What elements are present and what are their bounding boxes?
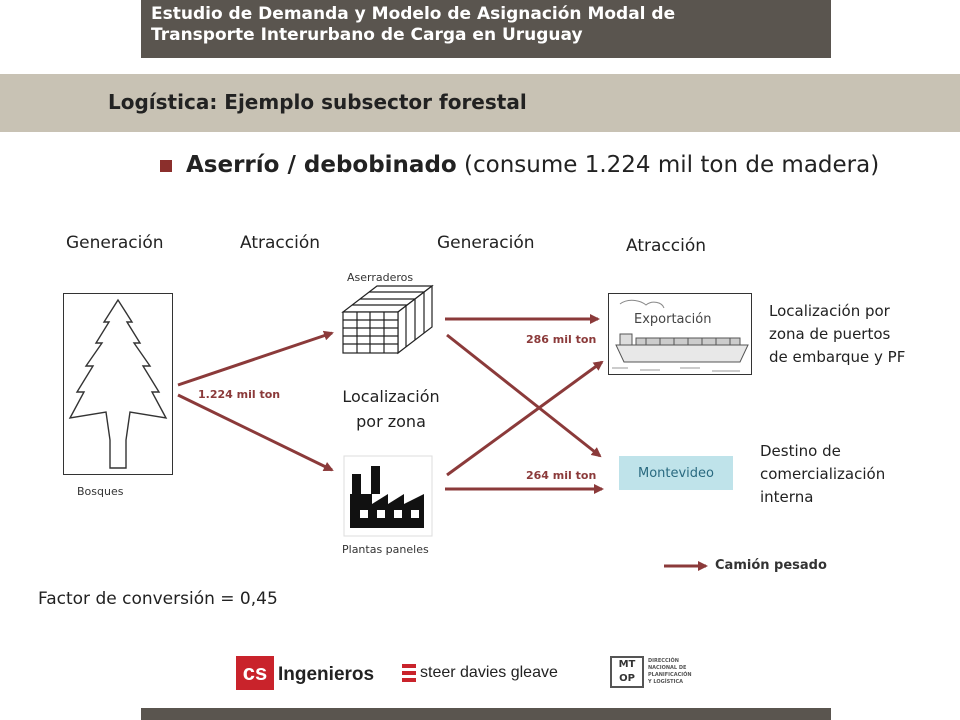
- arrow-bosques-aserraderos: [177, 330, 334, 387]
- export-note: Localización por zona de puertos de emba…: [769, 300, 905, 369]
- steer-logo: steer davies gleave: [402, 662, 577, 690]
- mvd-note-line-3: interna: [760, 488, 814, 506]
- flow-label-264: 264 mil ton: [526, 469, 597, 482]
- section-band: [0, 74, 960, 132]
- csi-logo: cs Ingenieros: [236, 656, 386, 692]
- column-atraccion-1: Atracción: [240, 233, 320, 253]
- mvd-note: Destino de comercialización interna: [760, 440, 885, 509]
- conversion-factor: Factor de conversión = 0,45: [38, 589, 278, 609]
- mtop-mark-icon: MT OP: [610, 656, 644, 688]
- header-title-box: Estudio de Demanda y Modelo de Asignació…: [141, 0, 831, 58]
- csi-logo-text: Ingenieros: [278, 664, 375, 685]
- bosques-label: Bosques: [77, 485, 124, 498]
- factory-icon: [343, 455, 433, 537]
- export-note-line-1: Localización por: [769, 302, 890, 320]
- flow-label-286: 286 mil ton: [526, 333, 597, 346]
- localizacion-zona-note: Localización por zona: [316, 384, 466, 434]
- montevideo-label: Montevideo: [637, 465, 714, 481]
- mtop-text-1: DIRECCIÓN: [648, 658, 679, 664]
- csi-mark-icon: cs: [236, 656, 274, 690]
- arrow-plantas-exportacion: [446, 360, 604, 477]
- ship-icon: [612, 299, 749, 372]
- plantas-label: Plantas paneles: [342, 543, 429, 556]
- tree-icon: [68, 298, 168, 469]
- footer-bar: [141, 708, 831, 720]
- export-note-line-3: de embarque y PF: [769, 348, 906, 366]
- header-line-2: Transporte Interurbano de Carga en Urugu…: [151, 25, 583, 45]
- exportacion-label: Exportación: [634, 312, 712, 327]
- bullet-rest: (consume 1.224 mil ton de madera): [456, 152, 880, 178]
- column-atraccion-2: Atracción: [626, 236, 706, 256]
- mtop-text-4: Y LOGÍSTICA: [648, 679, 683, 685]
- localizacion-line-1: Localización: [342, 387, 440, 406]
- mvd-note-line-1: Destino de: [760, 442, 841, 460]
- mtop-text-2: NACIONAL DE: [648, 665, 687, 671]
- column-generacion-2: Generación: [437, 233, 535, 253]
- legend-label: Camión pesado: [715, 558, 827, 573]
- mtop-text-3: PLANIFICACIÓN: [648, 672, 692, 678]
- bullet-bold: Aserrío / debobinado: [186, 152, 457, 178]
- export-note-line-2: zona de puertos: [769, 325, 891, 343]
- aserraderos-label: Aserraderos: [347, 271, 414, 284]
- section-title: Logística: Ejemplo subsector forestal: [108, 90, 527, 114]
- mtop-logo: MT OP DIRECCIÓN NACIONAL DE PLANIFICACIÓ…: [610, 656, 720, 690]
- lumber-stack-icon: [341, 284, 434, 355]
- bullet-text: Aserrío / debobinado (consume 1.224 mil …: [186, 152, 879, 178]
- steer-logo-text: steer davies gleave: [420, 664, 558, 681]
- arrow-aserraderos-montevideo: [446, 333, 602, 458]
- header-line-1: Estudio de Demanda y Modelo de Asignació…: [151, 4, 676, 24]
- localizacion-line-2: por zona: [356, 412, 426, 431]
- column-generacion-1: Generación: [66, 233, 164, 253]
- steer-mark-icon: [402, 664, 416, 684]
- arrow-bosques-plantas: [177, 393, 334, 472]
- bullet-square-icon: [160, 160, 172, 172]
- mvd-note-line-2: comercialización: [760, 465, 886, 483]
- mtop-logo-text: DIRECCIÓN NACIONAL DE PLANIFICACIÓN Y LO…: [648, 658, 692, 686]
- montevideo-box: Montevideo: [619, 456, 733, 490]
- flow-label-1224: 1.224 mil ton: [198, 388, 281, 401]
